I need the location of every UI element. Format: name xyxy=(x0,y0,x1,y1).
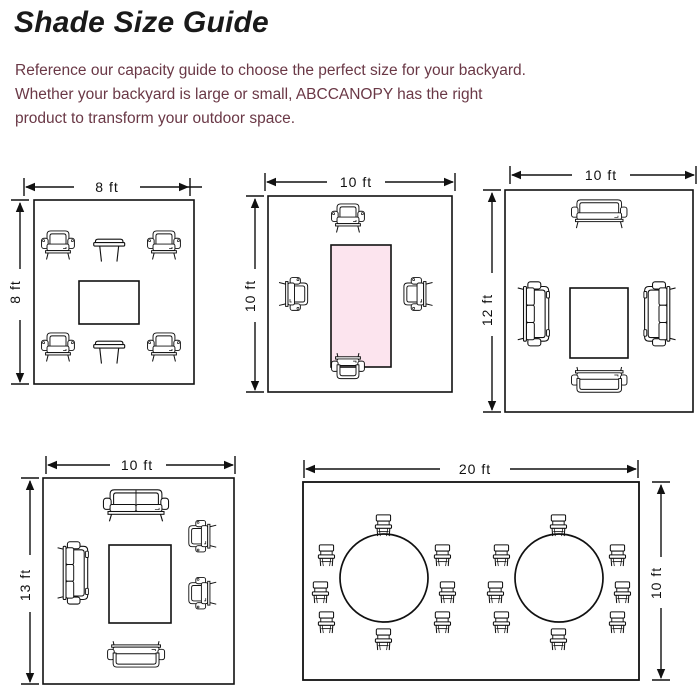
dimension-height-10ft-a: 10 ft xyxy=(242,195,264,393)
center-table xyxy=(108,544,172,624)
table-group-left xyxy=(311,514,457,651)
diagram-10x12: 10 ft 12 ft xyxy=(479,166,697,413)
dimension-width-label: 20 ft xyxy=(459,461,491,477)
dimension-width-8ft: 8 ft xyxy=(23,178,202,196)
diagram-8x8: 8 ft 8 ft xyxy=(7,178,202,385)
diagram-20x10: 20 ft 10 ft xyxy=(302,460,670,681)
intro-line-1: Reference our capacity guide to choose t… xyxy=(15,62,526,79)
dimension-height-12ft: 12 ft xyxy=(479,189,501,413)
dimension-height-10ft-b: 10 ft xyxy=(648,481,670,681)
dimension-height-label: 8 ft xyxy=(7,280,23,303)
center-table xyxy=(330,244,392,368)
diagram-10x10: 10 ft 10 ft xyxy=(242,173,456,393)
intro-line-2: Whether your backyard is large or small,… xyxy=(15,86,483,103)
dimension-height-label: 12 ft xyxy=(479,294,495,326)
dimension-width-label: 10 ft xyxy=(121,457,153,473)
dimension-width-label: 10 ft xyxy=(340,174,372,190)
table-group-right xyxy=(486,514,632,651)
center-table xyxy=(569,287,629,359)
dimension-height-label: 13 ft xyxy=(17,569,33,601)
center-table xyxy=(78,280,140,325)
dimension-height-label: 10 ft xyxy=(648,567,664,599)
dimension-height-label: 10 ft xyxy=(242,280,258,312)
dimension-width-label: 10 ft xyxy=(585,167,617,183)
dimension-width-10ft-b: 10 ft xyxy=(509,166,697,184)
intro-line-3: product to transform your outdoor space. xyxy=(15,110,296,127)
round-table xyxy=(514,533,604,623)
dimension-width-10ft-a: 10 ft xyxy=(264,173,456,191)
dimension-width-label: 8 ft xyxy=(95,179,118,195)
intro-paragraph: Reference our capacity guide to choose t… xyxy=(15,59,685,131)
page-title: Shade Size Guide xyxy=(14,6,269,39)
diagram-10x13: 10 ft 13 ft xyxy=(17,456,236,685)
dimension-width-10ft-c: 10 ft xyxy=(45,456,236,474)
round-table xyxy=(339,533,429,623)
dimension-height-8ft: 8 ft xyxy=(7,199,29,385)
dimension-width-20ft: 20 ft xyxy=(303,460,639,478)
dimension-height-13ft: 13 ft xyxy=(17,477,39,685)
